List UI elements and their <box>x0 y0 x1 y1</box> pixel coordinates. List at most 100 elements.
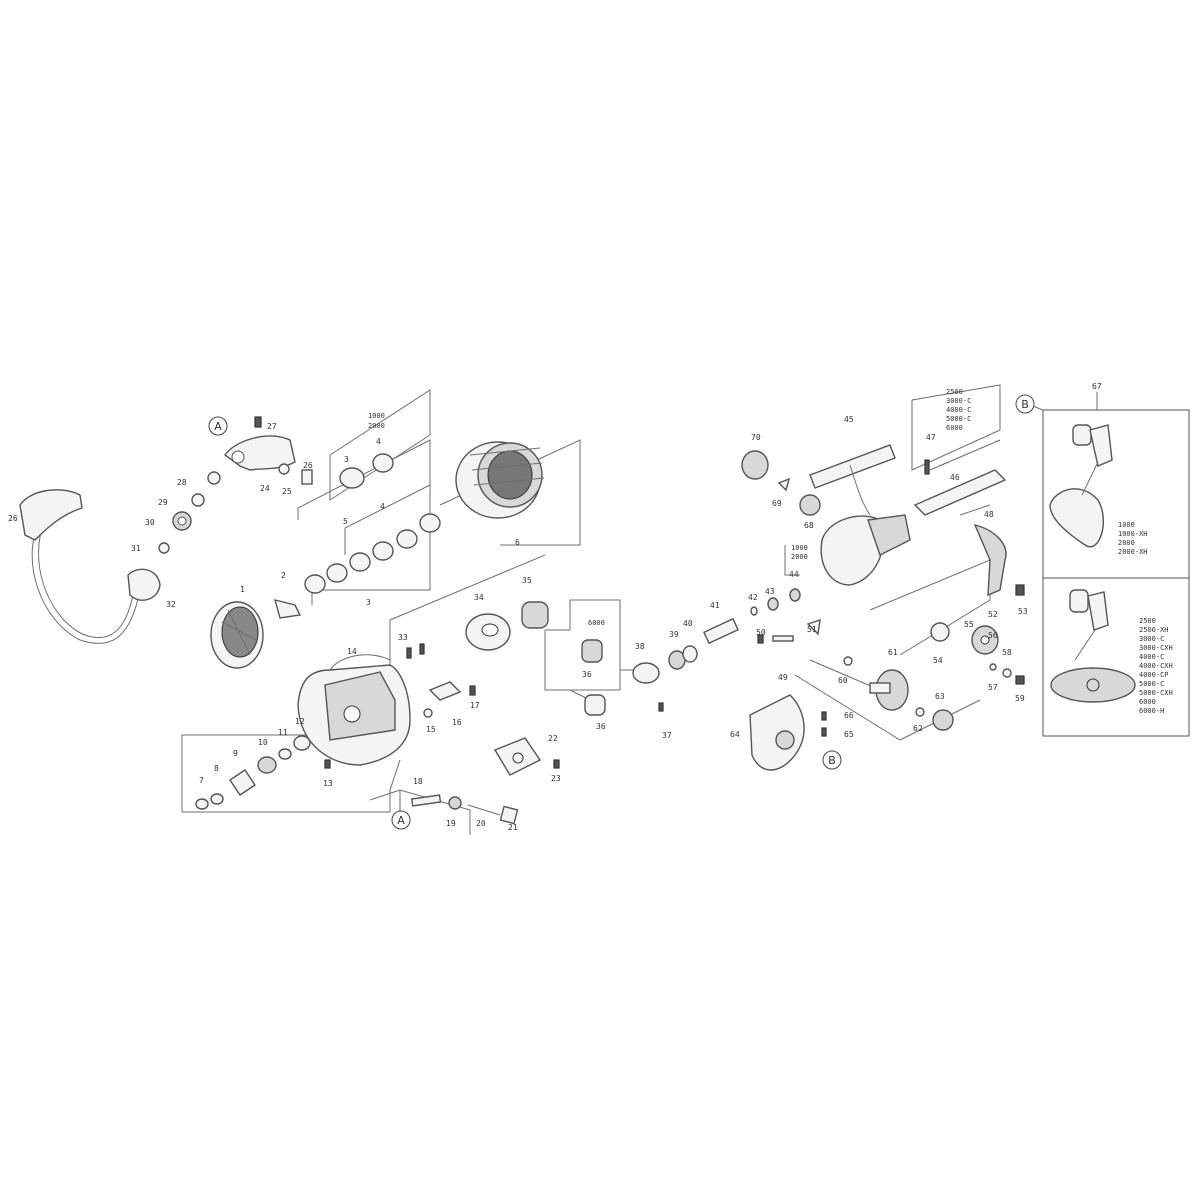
label-23: 23 <box>551 774 561 783</box>
label-53: 53 <box>1018 607 1028 616</box>
label-47: 47 <box>926 433 936 442</box>
label-46: 46 <box>950 473 960 482</box>
label-26b: 26 <box>8 514 18 523</box>
label-1: 1 <box>240 585 245 594</box>
label-12: 12 <box>295 717 305 726</box>
handle-options-box <box>1042 409 1190 737</box>
label-60: 60 <box>838 676 848 685</box>
label-11: 11 <box>278 728 288 737</box>
label-4a: 4 <box>376 437 381 446</box>
spool <box>455 441 545 519</box>
handle-small-drawing <box>1049 424 1113 548</box>
svg-text:3000-C: 3000-C <box>946 397 971 405</box>
drag-knob <box>210 601 264 669</box>
svg-text:4000-CP: 4000-CP <box>1139 671 1169 679</box>
svg-text:2500: 2500 <box>1139 617 1156 625</box>
label-3b: 3 <box>366 598 371 607</box>
marker-A-top: A <box>208 416 228 436</box>
svg-text:2000: 2000 <box>791 553 808 561</box>
label-62: 62 <box>913 724 923 733</box>
svg-text:6000: 6000 <box>946 424 963 432</box>
label-34: 34 <box>474 593 484 602</box>
side-cover <box>749 694 805 771</box>
label-51: 51 <box>807 625 817 634</box>
svg-text:1000: 1000 <box>791 544 808 552</box>
label-6: 6 <box>515 538 520 547</box>
svg-text:4000-C: 4000-C <box>946 406 971 414</box>
label-16: 16 <box>452 718 462 727</box>
part-labels: 1 2 3 3 4 4 5 6 7 8 9 10 11 12 13 14 15 … <box>8 382 1102 832</box>
label-14: 14 <box>347 647 357 656</box>
svg-text:1000: 1000 <box>368 412 385 420</box>
svg-text:2500: 2500 <box>946 388 963 396</box>
label-31: 31 <box>131 544 141 553</box>
label-44: 44 <box>789 570 799 579</box>
label-69: 69 <box>772 499 782 508</box>
label-55: 55 <box>964 620 974 629</box>
label-4b: 4 <box>380 502 385 511</box>
label-9: 9 <box>233 749 238 758</box>
label-10: 10 <box>258 738 268 747</box>
label-68: 68 <box>804 521 814 530</box>
rotor-frame <box>809 444 911 586</box>
label-58: 58 <box>1002 648 1012 657</box>
label-61: 61 <box>888 648 898 657</box>
label-39: 39 <box>669 630 679 639</box>
label-2: 2 <box>281 571 286 580</box>
size-note-shaft: 1000 2000 <box>791 544 808 561</box>
label-36b: 36 <box>596 722 606 731</box>
label-43: 43 <box>765 587 775 596</box>
label-54: 54 <box>933 656 943 665</box>
label-38: 38 <box>635 642 645 651</box>
svg-text:1000-XH: 1000-XH <box>1118 530 1148 538</box>
svg-text:6000: 6000 <box>1139 698 1156 706</box>
bail-arm-left <box>19 489 83 541</box>
label-48: 48 <box>984 510 994 519</box>
label-65: 65 <box>844 730 854 739</box>
label-50: 50 <box>756 628 766 637</box>
svg-text:A: A <box>214 420 222 433</box>
reel-body <box>297 654 411 766</box>
label-63: 63 <box>935 692 945 701</box>
label-41: 41 <box>710 601 720 610</box>
label-42: 42 <box>748 593 758 602</box>
label-45: 45 <box>844 415 854 424</box>
svg-text:A: A <box>397 814 405 827</box>
marker-A-bottom: A <box>391 810 411 830</box>
size-note-handle-small: 1000 1000-XH 2000 2000-XH <box>1118 521 1148 556</box>
part-drawings <box>19 416 1025 825</box>
label-32: 32 <box>166 600 176 609</box>
label-30: 30 <box>145 518 155 527</box>
label-24: 24 <box>260 484 270 493</box>
svg-text:2000: 2000 <box>1118 539 1135 547</box>
svg-text:3000-C: 3000-C <box>1139 635 1164 643</box>
label-3a: 3 <box>344 455 349 464</box>
handle-large-drawing <box>1050 589 1136 703</box>
label-56: 56 <box>988 631 998 640</box>
label-37: 37 <box>662 731 672 740</box>
label-36a: 36 <box>582 670 592 679</box>
label-18: 18 <box>413 777 423 786</box>
label-29: 29 <box>158 498 168 507</box>
label-27: 27 <box>267 422 277 431</box>
svg-text:B: B <box>1021 398 1029 411</box>
label-8: 8 <box>214 764 219 773</box>
label-5: 5 <box>343 517 348 526</box>
size-note-rotor: 2500 3000-C 4000-C 5000-C 6000 <box>946 388 971 432</box>
svg-text:5000-C: 5000-C <box>946 415 971 423</box>
svg-text:4000-CXH: 4000-CXH <box>1139 662 1173 670</box>
label-7: 7 <box>199 776 204 785</box>
label-20: 20 <box>476 819 486 828</box>
svg-text:2000: 2000 <box>368 422 385 430</box>
label-66: 66 <box>844 711 854 720</box>
bail-arm-right <box>127 568 161 601</box>
svg-text:5000-CXH: 5000-CXH <box>1139 689 1173 697</box>
svg-text:6000-H: 6000-H <box>1139 707 1164 715</box>
svg-text:2000-XH: 2000-XH <box>1118 548 1148 556</box>
svg-text:4000-C: 4000-C <box>1139 653 1164 661</box>
label-22: 22 <box>548 734 558 743</box>
label-13: 13 <box>323 779 333 788</box>
label-25: 25 <box>282 487 292 496</box>
label-35: 35 <box>522 576 532 585</box>
label-57: 57 <box>988 683 998 692</box>
